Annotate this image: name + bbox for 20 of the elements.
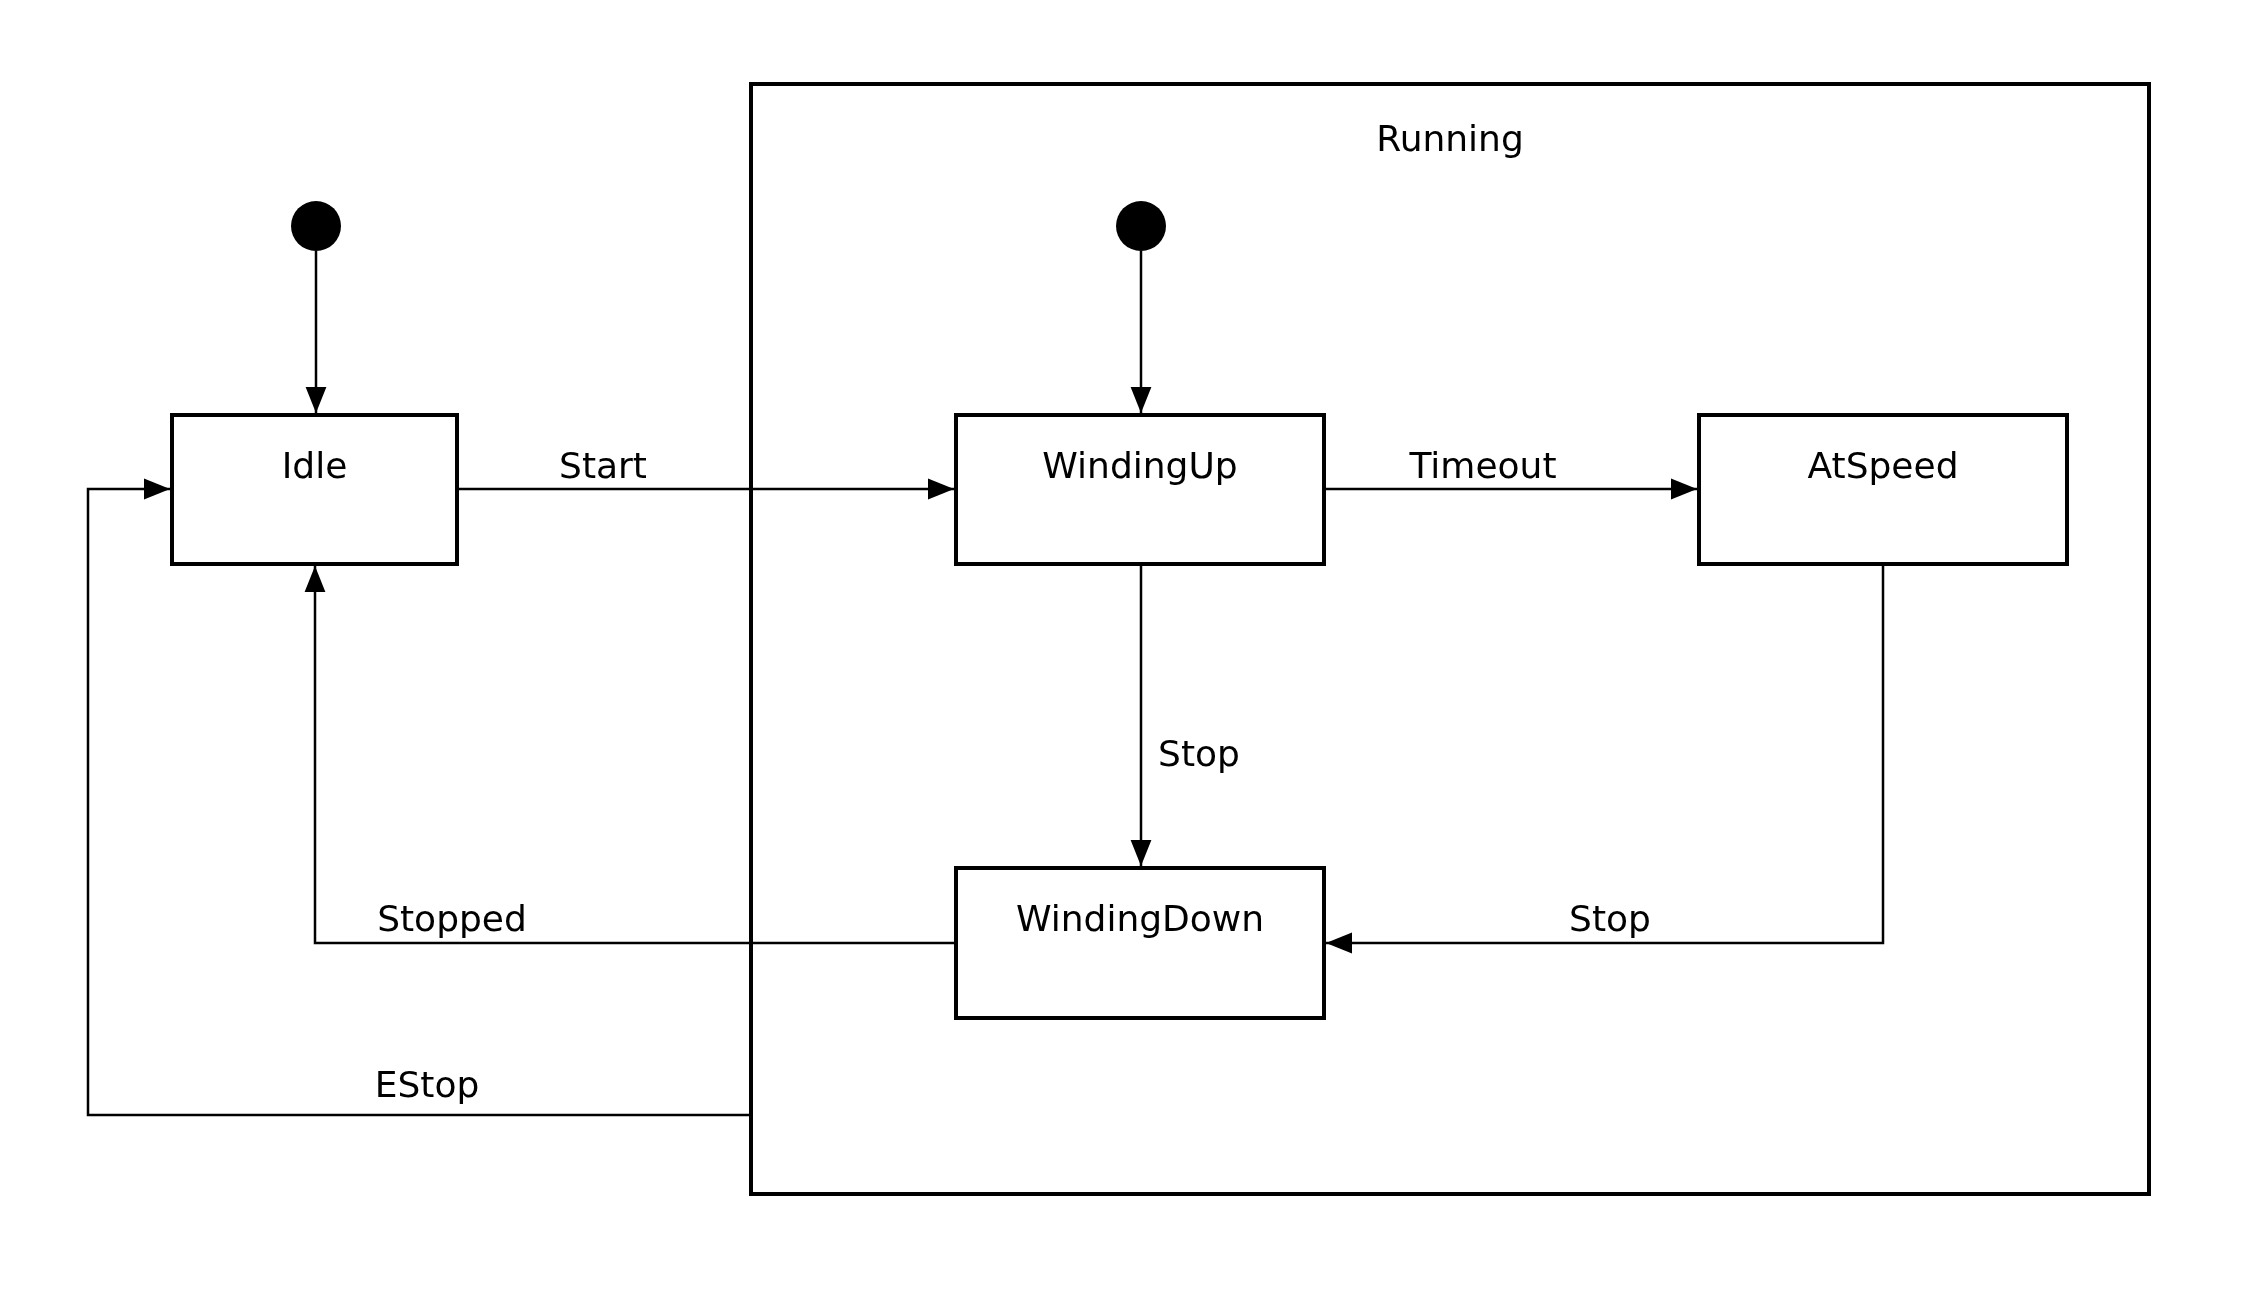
initial-state-dot <box>1116 201 1166 251</box>
state-box <box>170 413 459 566</box>
transition-arrow <box>1130 566 1152 866</box>
state-name: AtSpeed <box>1807 445 1959 486</box>
composite-state-name: Running <box>1376 118 1524 159</box>
state-name: WindingDown <box>1015 898 1265 939</box>
composite-state-box <box>749 82 2151 1196</box>
state-name: Idle <box>281 445 348 486</box>
state-box <box>954 866 1326 1020</box>
transition-arrow <box>304 566 954 945</box>
transition-arrow <box>459 478 954 500</box>
transition-arrow <box>1326 566 1885 954</box>
transition-arrow <box>305 251 327 413</box>
state-name: WindingUp <box>1042 445 1238 486</box>
initial-state-dot <box>291 201 341 251</box>
transition-arrow <box>1130 251 1152 413</box>
transition-arrow <box>86 478 749 1117</box>
state-box <box>1697 413 2069 566</box>
state-box <box>954 413 1326 566</box>
transition-arrow <box>1326 478 1697 500</box>
